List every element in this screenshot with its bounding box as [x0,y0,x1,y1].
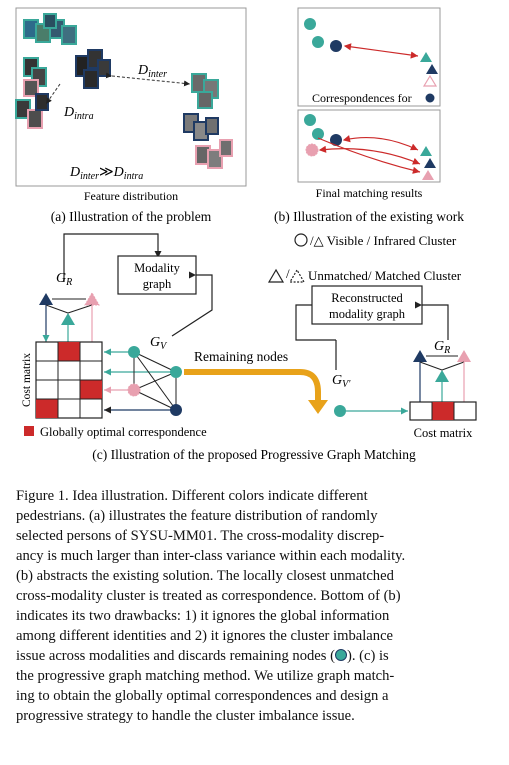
panel-b-top-frame [297,7,441,107]
visible-cluster-node [312,36,324,48]
panel-a-caption: (a) Illustration of the problem [51,209,212,224]
legend-unmatched-matched: Unmatched/ Matched Cluster [308,268,462,283]
visible-cluster-node [305,143,319,157]
infrared-cluster-node [420,146,432,156]
correspondence-arrow [343,43,419,59]
red-square-legend-icon [24,426,34,436]
remaining-nodes-arrow [184,369,321,404]
gr-label-left: GR [56,271,72,288]
graph-link-arrow [171,271,213,337]
visible-graph-gv [127,346,182,416]
d-relation-label: Dinter≫Dintra [69,165,143,182]
d-intra-arrow [45,83,61,105]
caption-line: cross-modality cluster is treated as cor… [16,588,401,604]
matching-arrow [342,135,419,151]
visible-cluster-node [330,40,342,52]
panel-a-frame [15,7,247,187]
matching-arrow [317,137,421,174]
feedback-arrow [63,233,162,282]
infrared-node [84,292,100,306]
panel-b-legend: /△ Visible / Infrared Cluster / Unmatche… [267,233,462,283]
visible-cluster-node [312,128,324,140]
caption-line: among different identities and 2) it ign… [16,628,394,644]
matching-arrow [318,145,421,165]
panel-a-box-caption: Feature distribution [84,189,178,203]
reconstructed-label: modality graph [329,307,406,321]
caption-line: the progressive graph matching method. W… [16,668,395,684]
circle-legend-icon [294,233,308,247]
panel-a: Dinter Dintra Dinter≫Dintra Feature dist… [15,7,247,224]
caption-line: Figure 1. Idea illustration. Different c… [16,488,368,504]
caption-line: pedestrians. (a) illustrates the feature… [16,508,378,524]
visible-cluster-node [304,114,316,126]
triangle-matched-icon [288,268,306,283]
cost-matrix-left-label: Cost matrix [21,353,33,407]
infrared-cluster-node [426,64,438,74]
d-inter-arrow [105,72,191,87]
teal-node-inline-icon [334,649,347,661]
gr-label-right: GR [434,339,450,356]
caption-line: ing to obtain the globally optimal corre… [16,688,389,704]
reconstructed-label: Reconstructed [331,291,403,305]
infrared-cluster-node [424,158,436,168]
infrared-cluster-node [422,170,434,180]
gvp-label: GV' [332,373,351,390]
infrared-node [61,313,75,325]
visible-cluster-node [304,18,316,30]
cost-matrix-right-grid [409,401,477,421]
navy-node-inline-icon [425,93,435,103]
remaining-node [334,405,346,417]
infrared-cluster-node [420,52,432,62]
globally-optimal-legend: Globally optimal correspondence [40,425,207,439]
figure-graphic: Dinter Dintra Dinter≫Dintra Feature dist… [15,7,477,462]
cost-matrix-right-label: Cost matrix [414,426,473,440]
modality-graph-label: Modality [134,261,181,275]
d-inter-label: Dinter [137,63,167,80]
person-thumbnails-cluster-left [15,57,49,129]
remaining-nodes-label: Remaining nodes [194,349,288,364]
modality-graph-label: graph [143,277,172,291]
caption-line: (b) abstracts the existing solution. The… [16,568,394,584]
visible-cluster-node [330,134,342,146]
cost-matrix-left-grid [35,341,103,419]
panel-c-caption: (c) Illustration of the proposed Progres… [92,447,416,462]
person-thumbnails-cluster-center [75,49,111,89]
infrared-node [39,293,53,305]
person-thumbnails-cluster-right [183,73,233,169]
caption-line: issue across modalities and discards rem… [16,648,389,664]
gv-label: GV [150,335,168,352]
person-thumbnails-cluster-top [23,13,77,45]
reconstructed-graph-box [311,285,423,325]
legend-visible-infrared: /△ Visible / Infrared Cluster [310,233,457,248]
caption-line: ancy is much larger than inter-class var… [16,548,406,564]
caption-line: indicates its two drawbacks: 1) it ignor… [16,608,390,624]
panel-c: GR Modality graph Cost matrix [21,233,477,462]
caption-line: progressive strategy to handle the clust… [16,708,355,724]
infrared-cluster-node [422,74,438,87]
triangle-unmatched-icon [267,268,285,283]
panel-b: Correspondences for Final matching resul… [267,7,464,283]
panel-b-bottom-caption: Final matching results [316,186,423,200]
panel-b-bottom-frame [297,109,441,183]
d-intra-label: Dintra [63,105,94,122]
modality-graph-box [117,255,197,295]
caption-line: selected persons of SYSU-MM01. The cross… [16,528,385,544]
panel-b-top-caption: Correspondences for [312,91,412,105]
svg-text:/: / [286,266,290,281]
panel-b-caption: (b) Illustration of the existing work [274,209,464,224]
